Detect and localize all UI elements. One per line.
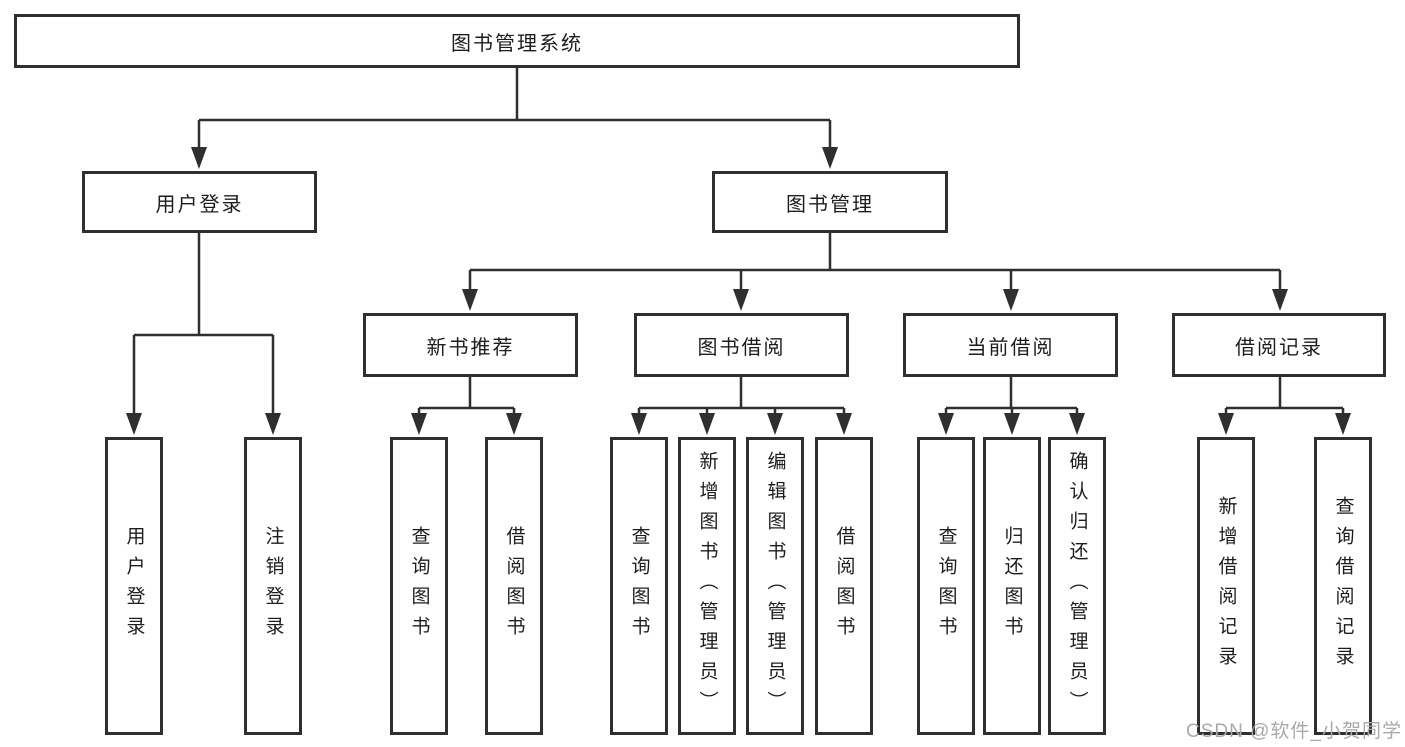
node-root-label: 图书管理系统 xyxy=(451,32,583,55)
csdn-watermark: CSDN @软件_小贺同学 xyxy=(1186,721,1402,742)
leaf-confirm-return-admin-label: 确认归还（管理员） xyxy=(1066,451,1088,721)
arrowheads xyxy=(126,147,1351,435)
node-root: 图书管理系统 xyxy=(14,14,1020,68)
node-user-login-label: 用户登录 xyxy=(155,193,244,216)
leaf-query-borrow-record-label: 查询借阅记录 xyxy=(1332,496,1354,676)
node-current-borrow: 当前借阅 xyxy=(903,313,1118,377)
node-new-book-recommend-label: 新书推荐 xyxy=(426,336,515,359)
node-current-borrow-label: 当前借阅 xyxy=(966,336,1055,359)
leaf-borrow-books-label: 借阅图书 xyxy=(833,526,855,646)
leaf-add-borrow-record: 新增借阅记录 xyxy=(1197,437,1255,735)
leaf-return-book: 归还图书 xyxy=(983,437,1041,735)
leaf-return-book-label: 归还图书 xyxy=(1001,526,1023,646)
connector-lines xyxy=(132,68,1345,416)
node-book-management-label: 图书管理 xyxy=(786,193,874,216)
leaf-borrow-books-recommend-label: 借阅图书 xyxy=(503,526,525,646)
leaf-confirm-return-admin: 确认归还（管理员） xyxy=(1048,437,1106,735)
leaf-logout: 注销登录 xyxy=(244,437,302,735)
leaf-edit-book-admin-label: 编辑图书（管理员） xyxy=(764,451,786,721)
leaf-borrow-books: 借阅图书 xyxy=(815,437,873,735)
leaf-query-borrow-record: 查询借阅记录 xyxy=(1314,437,1372,735)
node-book-borrow-label: 图书借阅 xyxy=(697,336,786,359)
node-book-management: 图书管理 xyxy=(712,171,948,233)
leaf-query-books-borrow: 查询图书 xyxy=(610,437,668,735)
node-borrow-records: 借阅记录 xyxy=(1172,313,1386,377)
node-borrow-records-label: 借阅记录 xyxy=(1235,336,1323,359)
leaf-add-book-admin-label: 新增图书（管理员） xyxy=(696,451,718,721)
node-new-book-recommend: 新书推荐 xyxy=(363,313,578,377)
leaf-query-books-current: 查询图书 xyxy=(917,437,975,735)
node-book-borrow: 图书借阅 xyxy=(634,313,849,377)
leaf-add-borrow-record-label: 新增借阅记录 xyxy=(1215,496,1237,676)
leaf-query-books-recommend-label: 查询图书 xyxy=(408,526,430,646)
leaf-add-book-admin: 新增图书（管理员） xyxy=(678,437,736,735)
leaf-query-books-recommend: 查询图书 xyxy=(390,437,448,735)
leaf-user-login: 用户登录 xyxy=(105,437,163,735)
leaf-user-login-label: 用户登录 xyxy=(123,526,145,646)
leaf-logout-label: 注销登录 xyxy=(262,526,284,646)
leaf-edit-book-admin: 编辑图书（管理员） xyxy=(746,437,804,735)
leaf-query-books-borrow-label: 查询图书 xyxy=(628,526,650,646)
leaf-query-books-current-label: 查询图书 xyxy=(935,526,957,646)
node-user-login: 用户登录 xyxy=(82,171,317,233)
leaf-borrow-books-recommend: 借阅图书 xyxy=(485,437,543,735)
